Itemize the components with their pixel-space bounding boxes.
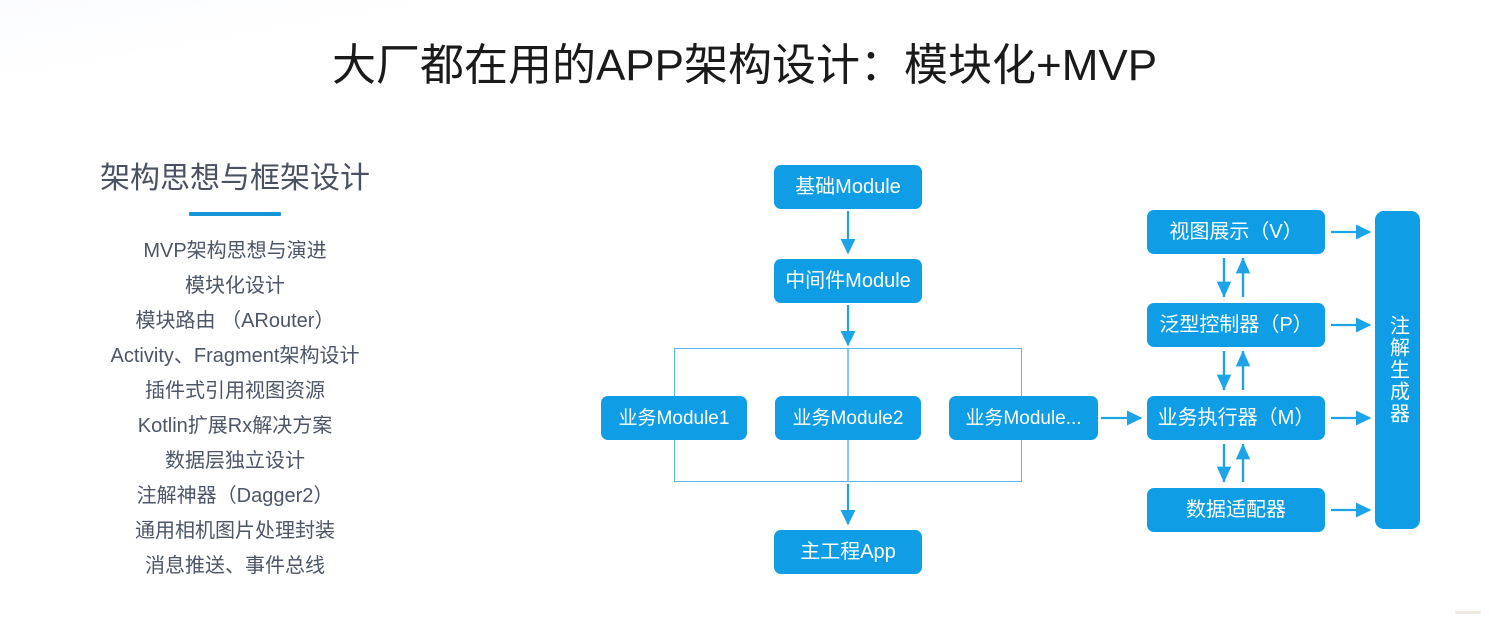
left-panel-heading: 架构思想与框架设计 xyxy=(100,162,370,195)
list-item: 数据层独立设计 xyxy=(165,450,305,472)
node-mvp-model[interactable]: 业务执行器（M） xyxy=(1147,396,1325,440)
list-item: Activity、Fragment架构设计 xyxy=(110,345,360,367)
left-panel-list: MVP架构思想与演进 模块化设计 模块路由 （ARouter） Activity… xyxy=(60,234,410,584)
node-business-module-more[interactable]: 业务Module... xyxy=(949,396,1098,440)
node-mvp-view[interactable]: 视图展示（V） xyxy=(1147,210,1325,254)
node-mvp-presenter[interactable]: 泛型控制器（P） xyxy=(1147,303,1325,347)
node-main-app[interactable]: 主工程App xyxy=(774,530,922,574)
scrollbar-artifact xyxy=(1455,611,1481,614)
node-annotation-generator[interactable]: 注解生成器 xyxy=(1375,211,1420,529)
left-outline-panel: 架构思想与框架设计 MVP架构思想与演进 模块化设计 模块路由 （ARouter… xyxy=(60,158,410,584)
node-data-adapter[interactable]: 数据适配器 xyxy=(1147,488,1325,532)
node-middleware-module[interactable]: 中间件Module xyxy=(774,259,922,303)
node-business-module-2[interactable]: 业务Module2 xyxy=(775,396,921,440)
list-item: 模块化设计 xyxy=(185,275,285,297)
list-item: Kotlin扩展Rx解决方案 xyxy=(137,415,333,437)
node-business-module-1[interactable]: 业务Module1 xyxy=(601,396,747,440)
list-item: 消息推送、事件总线 xyxy=(145,555,325,577)
list-item: MVP架构思想与演进 xyxy=(143,240,327,262)
heading-underline xyxy=(189,212,281,216)
list-item: 通用相机图片处理封装 xyxy=(135,520,335,542)
list-item: 注解神器（Dagger2） xyxy=(136,485,334,507)
node-base-module[interactable]: 基础Module xyxy=(774,165,922,209)
list-item: 模块路由 （ARouter） xyxy=(135,310,335,332)
page-title: 大厂都在用的APP架构设计：模块化+MVP xyxy=(331,41,1158,90)
list-item: 插件式引用视图资源 xyxy=(145,380,325,402)
